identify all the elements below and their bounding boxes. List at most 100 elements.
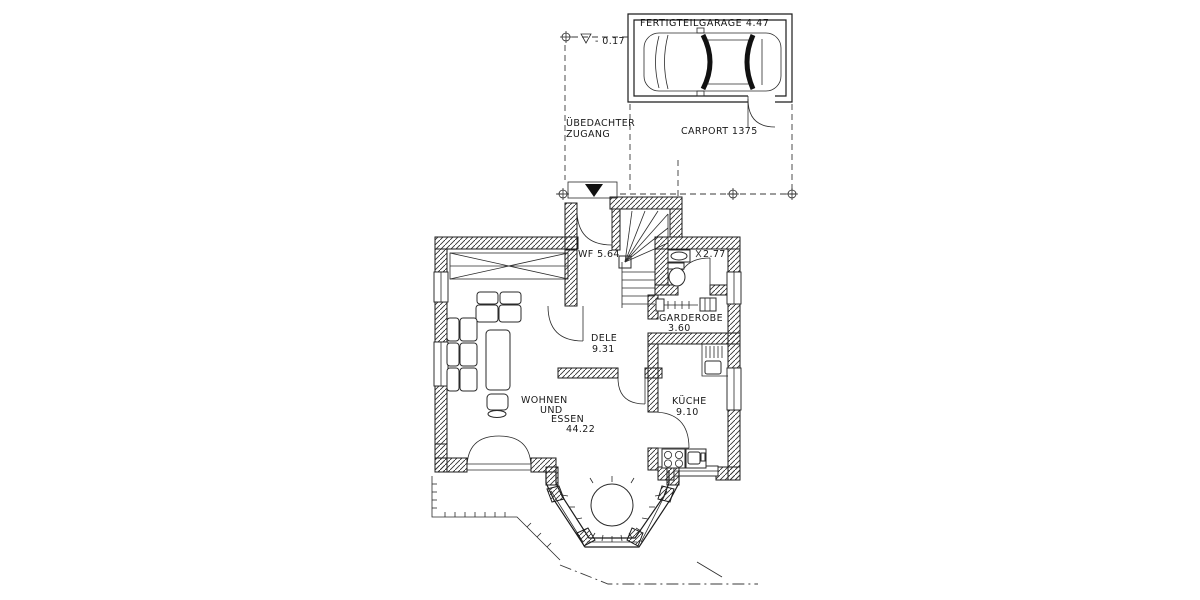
kitchen-area-label: 9.10: [676, 407, 699, 418]
dish-rack-icon: [705, 346, 723, 358]
car-rear-window: [744, 33, 756, 91]
window: [433, 271, 449, 303]
wall-top-left: [434, 236, 579, 250]
wardrobe-area-label: 3.60: [668, 323, 691, 334]
wall-kitchen-top: [647, 332, 741, 345]
car-body: [643, 32, 782, 92]
wall-stair-wc: [654, 248, 669, 286]
wall-vestibule-left: [564, 202, 578, 251]
path-edge: [696, 561, 723, 578]
living-label-2: UND: [540, 405, 563, 416]
wall-kitchen-bottom-corner: [715, 466, 741, 481]
garage-inner-wall: [633, 19, 787, 97]
wall-top-right: [654, 236, 741, 250]
garage-outer-wall: [627, 13, 793, 103]
bay-pier: [626, 527, 644, 547]
level-marker: - 0.17: [580, 33, 625, 47]
wall-left: [434, 385, 448, 445]
sideboard: [449, 252, 569, 280]
survey-marker: [560, 31, 572, 43]
hall-label: DELE: [591, 333, 617, 344]
car-windshield: [700, 33, 713, 91]
stove-icon: [661, 448, 686, 469]
car-mirror-bottom: [696, 90, 705, 97]
wall-right: [727, 248, 741, 273]
wc-area-label: 2.77: [703, 249, 726, 260]
terrace-outline: [431, 476, 758, 585]
kitchen-sink-icon: [685, 448, 707, 469]
terrace-french-doors: [466, 435, 532, 471]
window: [433, 341, 449, 387]
wardrobe-closet: [655, 297, 717, 312]
wall-vestibule-stair: [611, 208, 621, 251]
kitchen-door: [652, 411, 690, 449]
staircase: [618, 210, 669, 308]
house-walls: [433, 196, 742, 481]
wall-kitchen-left-low: [647, 447, 659, 471]
wc-dimension-mark: [695, 249, 702, 258]
living-room-furniture: [446, 252, 569, 418]
car-top-view-icon: [643, 27, 782, 97]
stair-winders: [624, 210, 669, 263]
level-triangle-icon: [580, 33, 592, 44]
wall-bottom-left: [434, 457, 468, 473]
wall-wc-bottom: [654, 284, 679, 296]
entrance-triangle-icon: [585, 184, 603, 197]
bay-window: [545, 466, 680, 548]
wc-fixtures: [667, 249, 702, 287]
vestibule-label: WF 5.64: [578, 249, 620, 260]
carport-label: CARPORT 1375: [681, 126, 758, 137]
covered-entrance-label-2: ZUGANG: [566, 129, 610, 140]
car-mirror-top: [696, 27, 705, 34]
armchair: [486, 393, 509, 418]
wall-hall-bottom: [557, 367, 619, 379]
car-hood-line: [655, 35, 660, 89]
vestibule-hall-door: [547, 305, 584, 342]
covered-entrance-label-1: ÜBEDACHTER: [566, 118, 635, 129]
sofa: [446, 291, 522, 392]
terrace-ticks: [432, 483, 552, 548]
room-labels: WF 5.64 2.77 GARDEROBE 3.60 DELE 9.31 WO…: [521, 249, 726, 435]
coffee-table: [485, 329, 511, 391]
bay-pier: [545, 466, 559, 486]
washbasin-icon: [667, 249, 691, 263]
garage-door-arc: [747, 98, 776, 128]
toilet-icon: [667, 262, 686, 287]
bay-sill-ticks: [561, 476, 662, 542]
kitchen-fixtures: [661, 344, 728, 469]
kitchen-label: KÜCHE: [672, 396, 707, 407]
living-area-label: 44.22: [566, 424, 595, 435]
level-value: - 0.17: [595, 36, 625, 47]
wall-left: [434, 301, 448, 343]
wall-left: [434, 248, 448, 273]
living-label-3: ESSEN: [551, 414, 584, 425]
wardrobe-label: GARDEROBE: [659, 313, 723, 324]
front-door: [576, 209, 613, 246]
window: [726, 271, 742, 305]
car-hood-line-2: [664, 34, 669, 90]
entrance-stoop: [567, 181, 618, 199]
round-table: [590, 483, 634, 527]
hall-area-label: 9.31: [592, 344, 615, 355]
bay-outer: [545, 470, 680, 548]
stoop-outline: [567, 181, 618, 199]
bay-pier: [657, 485, 675, 503]
survey-marker: [786, 188, 798, 200]
bay-pier: [666, 466, 680, 486]
doors: [466, 209, 711, 471]
window: [726, 367, 742, 411]
living-label-1: WOHNEN: [521, 395, 568, 406]
survey-marker: [727, 188, 739, 200]
wall-kitchen-left: [647, 343, 659, 413]
bay-pier: [546, 485, 565, 503]
kitchen-counter: [701, 344, 728, 377]
wall-living-vestibule: [564, 248, 578, 307]
hall-dining-door: [617, 377, 646, 405]
wall-stair-top: [609, 196, 683, 210]
carport-boundary: - 0.17 ÜBEDACHTER ZUGANG CARPORT 1375: [556, 31, 800, 200]
stair-treads: [621, 214, 669, 308]
kitchen-sink-upper-icon: [704, 360, 722, 375]
bay-pier: [576, 527, 596, 547]
